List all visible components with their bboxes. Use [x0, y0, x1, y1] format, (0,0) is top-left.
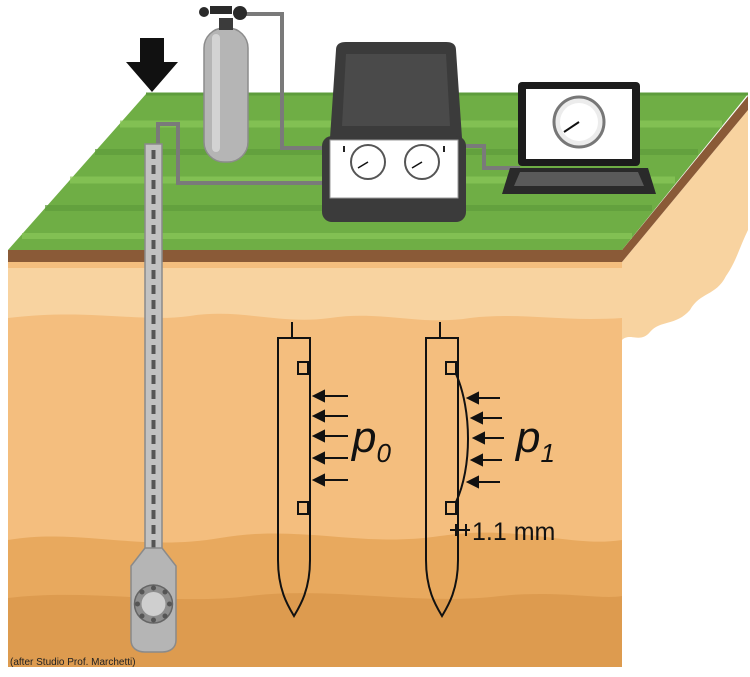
soil-side-face	[622, 110, 748, 340]
arrow-down-icon	[126, 38, 178, 92]
credit-note: (after Studio Prof. Marchetti)	[10, 657, 136, 668]
soil-layer-top	[8, 268, 622, 321]
label-displacement: 1.1 mm	[472, 518, 555, 546]
pressure-arrows-initial	[311, 389, 348, 487]
gauge-icon	[552, 95, 606, 149]
label-p0: p0	[350, 413, 391, 468]
gauge-icon	[350, 144, 386, 180]
soil-layer-bottom	[8, 593, 622, 667]
push-rod	[144, 143, 163, 565]
gauge-icon	[404, 144, 440, 180]
label-p1: p1	[514, 413, 555, 468]
cable-unit-to-laptop	[452, 144, 520, 170]
expanded-membrane	[455, 373, 469, 503]
blade-section-expanded	[425, 322, 469, 618]
control-box-icon	[322, 42, 466, 222]
cable-probe-to-unit	[156, 122, 336, 185]
displacement-marker	[450, 524, 470, 536]
cable-tank-to-unit	[244, 12, 336, 150]
gas-cylinder-icon	[199, 6, 249, 163]
cables	[156, 12, 520, 185]
dilatometer-blade	[130, 547, 177, 653]
topsoil-band	[8, 250, 622, 262]
pressure-arrows-expanded	[465, 391, 504, 489]
blade-section-initial	[277, 322, 311, 618]
laptop-icon	[502, 82, 656, 194]
